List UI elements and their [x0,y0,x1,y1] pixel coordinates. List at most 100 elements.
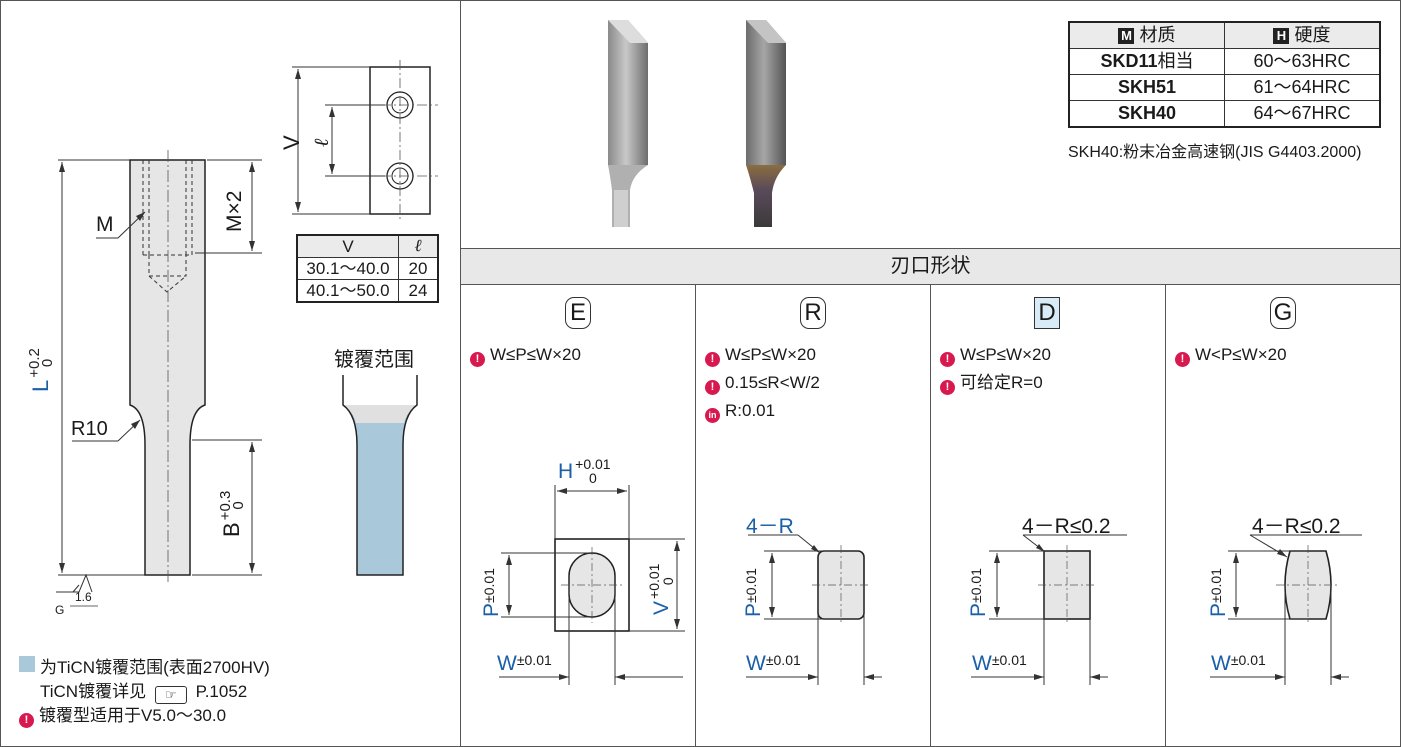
h-upper: +0.01 [575,456,611,472]
punch-drawing [56,150,262,607]
edge-r-corner-label: 4－R [746,515,794,538]
warning-icon: ! [940,352,955,367]
edge-d-drawing [971,534,1127,685]
v-ell-header-ell: ℓ [398,234,439,258]
warning-icon: ! [705,380,720,395]
edge-r-p-label: P±0.01 [742,568,766,617]
edge-d-p-label: P±0.01 [967,568,991,617]
warning-icon: ! [19,713,34,728]
warning-icon: ! [940,380,955,395]
p-base: P [742,602,765,617]
coating-drawing [342,375,418,576]
w-tol: ±0.01 [991,652,1027,668]
top-view-drawing [292,60,438,221]
edge-d-condition-1: ! W≤P≤W×20 [940,341,1051,369]
edge-r-condition-2: ! 0.15≤R<W/2 [705,369,820,397]
w-tol: ±0.01 [1230,652,1266,668]
v-base: V [650,600,673,615]
material-name: SKH40 [1117,103,1177,123]
label-mx2: M×2 [223,190,246,232]
material-name: SKH51 [1117,77,1177,97]
edge-col-divider-2 [930,285,931,747]
v-ell-header-v: V [296,234,399,258]
table-row: 30.1～40.0 20 [296,257,439,280]
condition-text: W≤P≤W×20 [960,345,1051,364]
w-tol: ±0.01 [765,652,801,668]
coating-applicable-note: ! 镀覆型适用于V5.0～30.0 [19,701,226,728]
edge-r-condition-3: in R:0.01 [705,397,775,425]
pointing-hand-icon: ☞ [154,686,187,704]
edge-tag-d: D [1034,297,1060,329]
table-cell: 40.1～50.0 [296,279,399,303]
edge-d-corner-label: 4－R≤0.2 [1022,515,1111,538]
warning-icon: ! [705,352,720,367]
v-lower: 0 [660,577,676,586]
edge-r-drawing [746,534,882,685]
coating-applicable-text: 镀覆型适用于V5.0～30.0 [39,706,227,725]
coating-title: 镀覆范围 [334,349,414,371]
coating-detail-page[interactable]: P.1052 [195,682,248,701]
p-base: P [480,602,503,617]
edge-tag-r: R [800,297,826,329]
punch-photo-coated [746,20,786,227]
hardness-cell: 64～67HRC [1224,100,1381,128]
material-suffix: 相当 [1157,51,1194,71]
material-cell: SKD11相当 [1068,48,1225,75]
edge-section-title: 刃口形状 [890,255,971,277]
hardness-header: H 硬度 [1224,21,1381,49]
table-cell: 20 [398,257,439,280]
v-ell-table: V ℓ 30.1～40.0 20 40.1～50.0 24 [296,234,439,303]
label-v-top: V [279,135,304,150]
w-base: W [497,652,517,675]
material-cell: SKH40 [1068,100,1225,128]
edge-g-drawing [1210,534,1362,685]
edge-e-p-label: P±0.01 [480,568,504,617]
table-row: SKH51 61～64HRC [1068,74,1381,101]
edge-r-condition-1: !W≤P≤W×20 [705,341,816,369]
h-lower: 0 [588,470,597,486]
label-ell-top: ℓ [309,138,333,147]
panel-divider [460,0,461,747]
label-m: M [96,213,114,236]
condition-text: 0.15≤R<W/2 [725,373,820,392]
edge-col-divider-3 [1165,285,1166,747]
label-roughness: 1.6 [75,590,92,604]
condition-text: R:0.01 [725,401,776,420]
warning-icon: ! [1175,352,1190,367]
material-badge-icon: M [1118,28,1135,44]
label-r10: R10 [71,418,108,440]
v-upper: +0.01 [646,563,662,599]
hardness-badge-icon: H [1273,28,1290,44]
material-header-label: 材质 [1139,25,1176,45]
warning-icon: ! [470,352,485,367]
label-g: G [55,603,65,617]
condition-text: 可给定R=0 [960,373,1043,392]
info-icon: in [705,408,720,423]
edge-d-w-label: W±0.01 [972,652,1027,676]
material-name: SKD11 [1100,51,1158,71]
edge-g-corner-label: 4－R≤0.2 [1252,515,1341,538]
edge-d-condition-2: ! 可给定R=0 [940,369,1043,397]
p-tol: ±0.01 [968,568,984,603]
v-ell-table-header: V ℓ [296,234,439,258]
w-base: W [1211,652,1231,675]
edge-e-drawing [499,485,685,685]
edge-col-divider-1 [695,285,696,747]
p-tol: ±0.01 [1208,568,1224,603]
material-table: M 材质 H 硬度 SKD11相当 60～63HRC SKH51 61～64HR… [1068,21,1381,128]
edge-g-condition-1: ! W<P≤W×20 [1175,341,1287,369]
table-row: SKD11相当 60～63HRC [1068,48,1381,75]
hardness-cell: 61～64HRC [1224,74,1381,101]
table-cell: 24 [398,279,439,303]
h-base: H [558,460,574,483]
table-cell: 30.1～40.0 [296,257,399,280]
edge-section-header: 刃口形状 [461,248,1400,285]
condition-text: W<P≤W×20 [1195,345,1287,364]
table-row: SKH40 64～67HRC [1068,100,1381,128]
edge-tag-g: G [1270,297,1296,329]
material-header: M 材质 [1068,21,1225,49]
coating-detail-text: TiCN镀覆详见 [40,682,147,701]
